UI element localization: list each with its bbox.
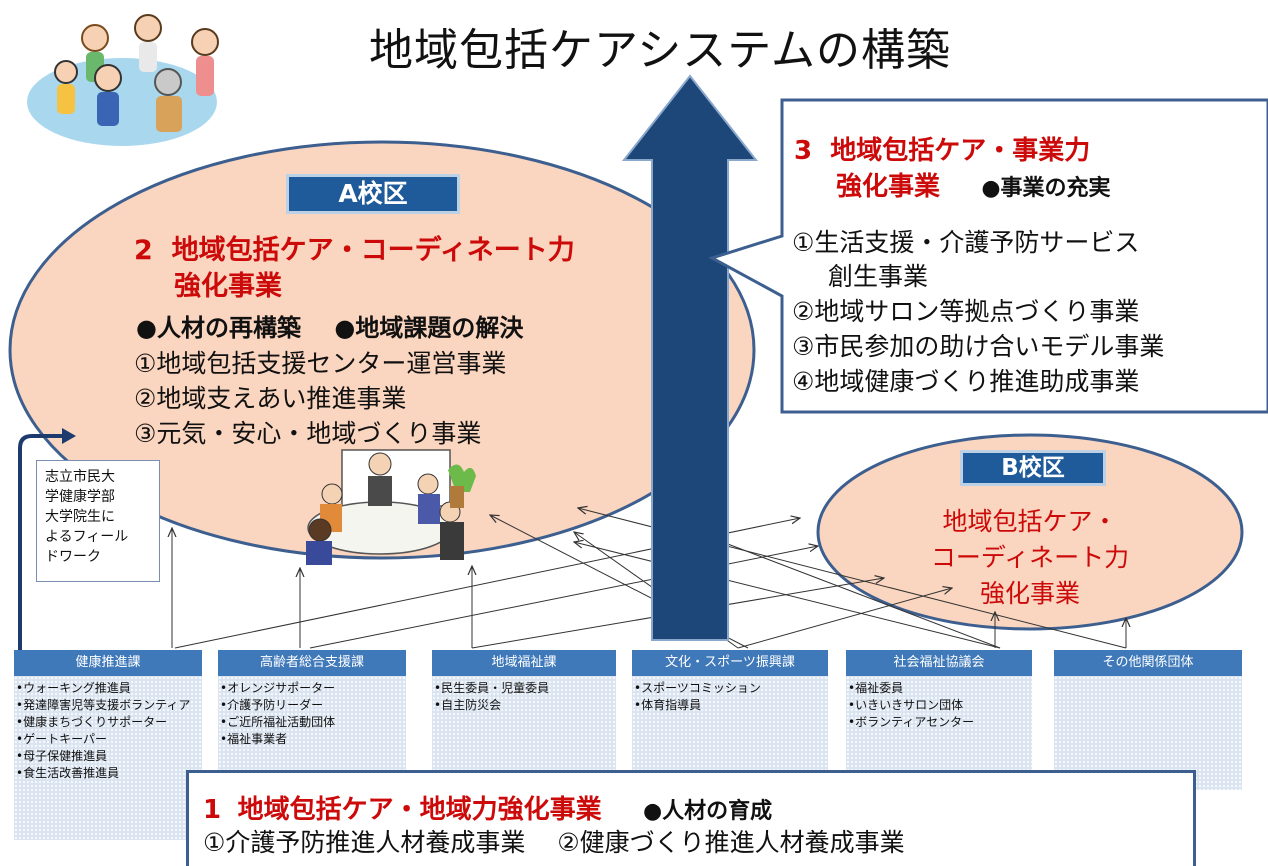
a-district-heading-line2: 強化事業: [174, 271, 282, 302]
org-header: 文化・スポーツ振興課: [632, 650, 828, 676]
bottom-items: ①介護予防推進人材養成事業 ②健康づくり推進人材養成事業: [203, 823, 905, 859]
org-item: •ボランティアセンター: [848, 715, 975, 729]
bottom-heading-number: 1: [203, 795, 222, 825]
fieldwork-note: 志立市民大 学健康学部 大学院生に よるフィール ドワーク: [36, 460, 160, 582]
callout3-heading-line1: 地域包括ケア・事業力: [830, 136, 1091, 166]
org-item: •福祉委員: [848, 681, 904, 695]
org-header: 地域福祉課: [432, 650, 616, 676]
org-item: •介護予防リーダー: [220, 698, 324, 712]
org-header: 高齢者総合支援課: [218, 650, 406, 676]
callout3-item: ④地域健康づくり推進助成事業: [792, 367, 1140, 396]
org-header: その他関係団体: [1054, 650, 1242, 676]
fieldwork-arrow-head: [62, 428, 76, 444]
b-district-label: B校区: [960, 450, 1106, 486]
b-district-line: コーディネート力: [930, 543, 1130, 572]
callout3-heading-row2: 強化事業 ●事業の充実: [836, 166, 1111, 203]
fieldwork-note-line: ドワーク: [45, 549, 101, 565]
callout3-heading-number: 3: [794, 136, 813, 166]
fieldwork-note-line: よるフィール: [45, 529, 129, 545]
org-header: 健康推進課: [14, 650, 202, 676]
callout3-box: [708, 98, 1268, 414]
a-district-heading: 2 地域包括ケア・コーディネート力: [134, 228, 575, 267]
connector-arrow: [309, 546, 818, 649]
org-item: •オレンジサポーター: [220, 681, 336, 695]
b-district-line: 地域包括ケア・: [942, 507, 1118, 536]
org-culture-sports: 文化・スポーツ振興課 •スポーツコミッション •体育指導員: [632, 650, 828, 790]
bottom-item: ①介護予防推進人材養成事業: [203, 828, 526, 857]
org-item: •ゲートキーパー: [16, 732, 107, 746]
a-district-item: ③元気・安心・地域づくり事業: [134, 419, 482, 448]
bottom-heading-text: 地域包括ケア・地域力強化事業: [237, 795, 602, 825]
org-item: •ウォーキング推進員: [16, 681, 131, 695]
connector-arrow: [574, 542, 1001, 649]
org-other-groups: その他関係団体: [1054, 650, 1242, 790]
bottom-program-box: 1 地域包括ケア・地域力強化事業 ●人材の育成 ①介護予防推進人材養成事業 ②健…: [186, 770, 1196, 866]
callout3-bullet: ●事業の充実: [981, 176, 1111, 201]
a-district-ellipse: [8, 140, 756, 560]
a-district-item: ①地域包括支援センター運営事業: [134, 349, 507, 378]
callout3-item: ③市民参加の助け合いモデル事業: [792, 332, 1165, 361]
org-item: •いきいきサロン団体: [848, 698, 964, 712]
bottom-heading: 1 地域包括ケア・地域力強化事業 ●人材の育成: [203, 789, 772, 826]
org-item: •発達障害児等支援ボランティア: [16, 698, 191, 712]
fieldwork-note-line: 志立市民大: [45, 469, 115, 485]
a-district-bullets: ●人材の再構築 ●地域課題の解決: [136, 308, 523, 343]
callout3-heading: 3 地域包括ケア・事業力: [794, 130, 1090, 167]
fieldwork-note-line: 大学院生に: [45, 509, 115, 525]
callout3-item: ②地域サロン等拠点づくり事業: [792, 297, 1140, 326]
connector-arrow: [737, 588, 952, 649]
a-district-heading-line1: 地域包括ケア・コーディネート力: [171, 235, 575, 266]
org-elderly-support: 高齢者総合支援課 •オレンジサポーター •介護予防リーダー •ご近所福祉活動団体…: [218, 650, 406, 790]
org-header: 社会福祉協議会: [846, 650, 1032, 676]
b-district-ellipse: [816, 433, 1244, 631]
b-district-text: 地域包括ケア・ コーディネート力 強化事業: [880, 504, 1180, 612]
page-title: 地域包括ケアシステムの構築: [369, 25, 951, 76]
callout3-item1-line1: ①生活支援・介護予防サービス: [792, 228, 1140, 257]
bottom-bullet: ●人材の育成: [642, 799, 773, 824]
a-district-item: ②地域支えあい推進事業: [134, 384, 407, 413]
org-item: •自主防災会: [434, 698, 502, 712]
org-item: •健康まちづくりサポーター: [16, 715, 168, 729]
people-circle-illustration: [27, 14, 219, 146]
org-item: •スポーツコミッション: [634, 681, 761, 695]
b-district-line: 強化事業: [979, 579, 1080, 608]
callout3-item1-line2: 創生事業: [828, 262, 929, 291]
a-district-bullet-talent: ●人材の再構築: [136, 314, 301, 342]
meeting-illustration: [306, 449, 476, 565]
fieldwork-note-line: 学健康学部: [45, 489, 115, 505]
org-item: •食生活改善推進員: [16, 766, 120, 780]
a-district-heading-number: 2: [134, 235, 153, 266]
org-item: •民生委員・児童委員: [434, 681, 550, 695]
org-health-promotion: 健康推進課 •ウォーキング推進員 •発達障害児等支援ボランティア •健康まちづく…: [14, 650, 202, 840]
org-item: •ご近所福祉活動団体: [220, 715, 336, 729]
org-body: •ウォーキング推進員 •発達障害児等支援ボランティア •健康まちづくりサポーター…: [14, 676, 202, 840]
org-item: •母子保健推進員: [16, 749, 108, 763]
fieldwork-bent-arrow: [18, 434, 66, 790]
org-social-welfare-council: 社会福祉協議会 •福祉委員 •いきいきサロン団体 •ボランティアセンター: [846, 650, 1032, 790]
bottom-item: ②健康づくり推進人材養成事業: [557, 828, 905, 857]
org-item: •体育指導員: [634, 698, 702, 712]
org-community-welfare: 地域福祉課 •民生委員・児童委員 •自主防災会: [432, 650, 616, 790]
callout3-heading-line2: 強化事業: [836, 172, 941, 202]
org-item: •福祉事業者: [220, 732, 288, 746]
a-district-label: A校区: [286, 174, 460, 214]
a-district-bullet-issues: ●地域課題の解決: [334, 314, 524, 342]
central-up-arrow: [621, 74, 759, 641]
